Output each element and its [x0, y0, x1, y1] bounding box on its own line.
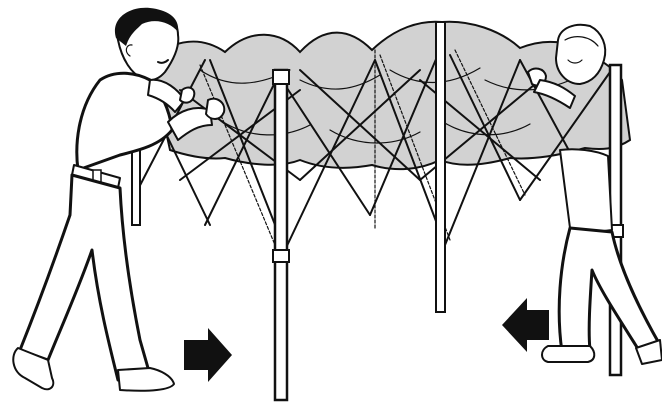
leg-front-center: [275, 70, 287, 400]
leg-middle-rear: [436, 22, 445, 312]
arrow-left: [502, 298, 549, 352]
arrow-right: [184, 328, 232, 382]
leg-top-bracket: [273, 70, 289, 84]
leg-slider: [273, 250, 289, 262]
